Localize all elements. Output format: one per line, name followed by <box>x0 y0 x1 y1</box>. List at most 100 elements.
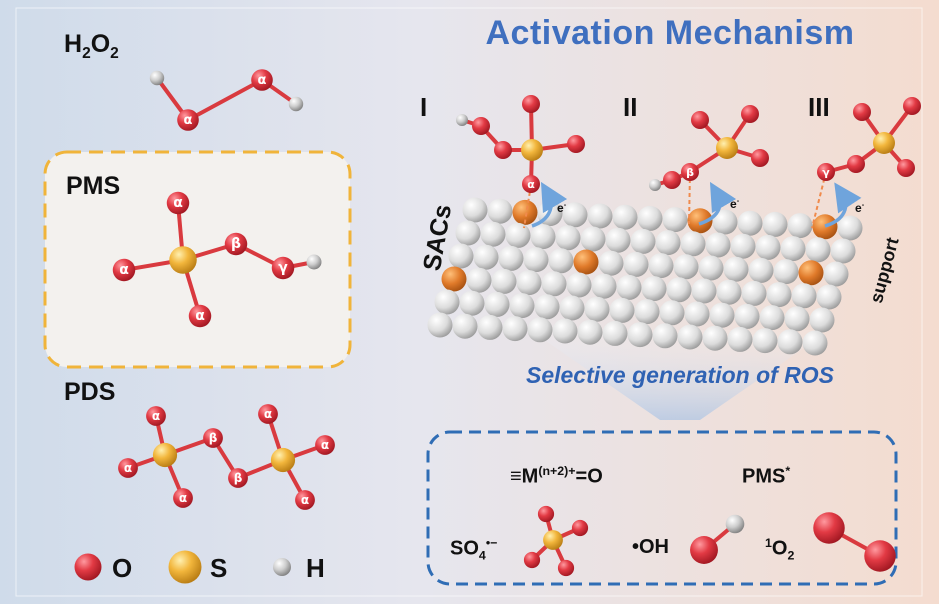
support-atom <box>591 273 617 299</box>
support-atom <box>612 204 638 230</box>
atom-site-label: γ <box>822 166 830 179</box>
support-atom <box>466 267 492 293</box>
support-atom <box>480 221 506 247</box>
support-atom <box>662 207 688 233</box>
support-atom <box>473 244 499 270</box>
h2o2-oxygen-atom <box>251 69 273 91</box>
support-atom <box>509 293 535 319</box>
atom-site-label: α <box>179 491 187 505</box>
h2o2-hydrogen-atom <box>288 96 304 112</box>
hydroxyl-radical-hydrogen-atom <box>725 514 745 534</box>
selective-generation-text: Selective generation of ROS <box>525 362 835 388</box>
h2o2-oxygen-atom <box>177 109 199 131</box>
support-atom <box>762 211 788 237</box>
support-atom <box>641 276 667 302</box>
atom-site-label: β <box>686 166 694 179</box>
support-atom <box>759 305 785 331</box>
pds-oxygen-atom <box>146 406 166 426</box>
single-atom-site <box>441 266 467 292</box>
support-atom <box>830 238 856 264</box>
singlet-oxygen-oxygen-atom <box>864 540 896 572</box>
electron-label-ii: e- <box>730 196 740 211</box>
support-atom <box>502 316 528 342</box>
support-atom <box>709 302 735 328</box>
support-atom <box>684 301 710 327</box>
support-atom <box>727 326 753 352</box>
pathway-iii-sulfur-atom <box>873 132 895 154</box>
pathway-i-label: I <box>420 92 428 122</box>
support-atom <box>766 282 792 308</box>
support-atom <box>541 271 567 297</box>
pms-highlight-box <box>43 150 352 369</box>
support-atom <box>477 314 503 340</box>
support-atom <box>680 231 706 257</box>
pathway-ii-oxygen-atom <box>751 149 769 167</box>
support-atom <box>598 250 624 276</box>
support-atom <box>652 323 678 349</box>
support-atom <box>580 226 606 252</box>
sulfate-radical-oxygen-atom <box>571 519 589 537</box>
pathway-i-oxygen-atom <box>522 95 540 113</box>
pms-oxygen-atom <box>112 258 136 282</box>
support-atom <box>648 253 674 279</box>
single-atom-site <box>512 199 538 225</box>
support-atom <box>584 296 610 322</box>
support-atom <box>655 230 681 256</box>
pms-sulfur-atom <box>169 246 197 274</box>
support-atom <box>577 319 603 345</box>
pms-oxygen-atom <box>224 232 248 256</box>
support-atom <box>605 227 631 253</box>
sulfate-radical-oxygen-atom <box>557 559 575 577</box>
support-atom <box>734 303 760 329</box>
sulfate-radical-sulfur-atom <box>543 530 563 550</box>
support-atom <box>609 297 635 323</box>
support-atom <box>523 247 549 273</box>
support-atom <box>787 213 813 239</box>
atom-site-label: β <box>234 471 243 485</box>
pds-oxygen-atom <box>258 404 278 424</box>
pds-oxygen-atom <box>295 490 315 510</box>
atom-site-label: α <box>527 178 535 191</box>
pds-label: PDS <box>64 378 116 406</box>
support-atom <box>741 280 767 306</box>
support-atom <box>462 197 488 223</box>
support-atom <box>712 209 738 235</box>
pathway-i-oxygen-atom <box>522 175 540 193</box>
support-atom <box>527 317 553 343</box>
support-atom <box>784 306 810 332</box>
support-atom <box>637 205 663 231</box>
pathway-iii-oxygen-atom <box>897 159 915 177</box>
electron-transfer-arrow-ii <box>698 181 737 226</box>
support-atom <box>809 307 835 333</box>
support-atom <box>837 215 863 241</box>
sulfate-radical-label: SO4•− <box>450 536 498 563</box>
pathway-iii-label: III <box>808 92 830 122</box>
atom-site-label: α <box>301 493 309 507</box>
support-atom <box>548 248 574 274</box>
pms-oxygen-atom <box>166 191 190 215</box>
h2o2-label: H2O2 <box>64 30 119 62</box>
support-atom <box>659 300 685 326</box>
pathway-i-hydrogen-atom <box>456 114 468 126</box>
support-atom <box>823 261 849 287</box>
pathway-iii-oxygen-atom <box>903 97 921 115</box>
support-atom <box>716 279 742 305</box>
pms-hydrogen-atom <box>306 254 322 270</box>
support-atom <box>755 234 781 260</box>
pathway-iii-oxygen-atom <box>853 103 871 121</box>
hydroxyl-radical-label: •OH <box>632 536 670 558</box>
selection-funnel <box>530 330 830 420</box>
support-atom <box>752 328 778 354</box>
support-atom <box>555 225 581 251</box>
atom-site-label: γ <box>278 260 288 276</box>
singlet-oxygen-label: 1O2 <box>765 536 795 563</box>
metal-oxo-label: ≡M(n+2)+=O <box>510 464 603 488</box>
atom-site-label: β <box>231 236 241 252</box>
pms-star-label: PMS* <box>742 464 791 488</box>
support-atom <box>552 318 578 344</box>
atom-site-label: α <box>195 308 205 324</box>
atom-site-label: α <box>124 461 132 475</box>
support-atom <box>748 257 774 283</box>
legend-hydrogen-label: H <box>306 553 325 583</box>
